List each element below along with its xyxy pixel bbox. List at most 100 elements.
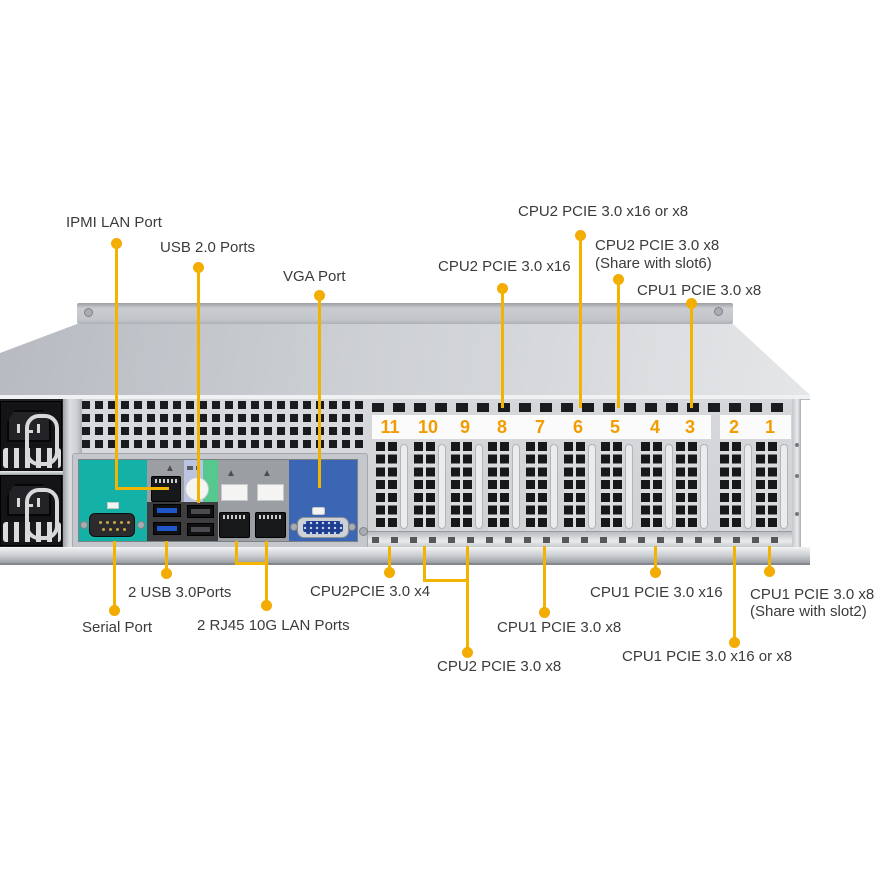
callout-label-slot11: CPU2PCIE 3.0 x4 <box>310 583 431 600</box>
vga-icon <box>312 507 325 515</box>
screw-icon <box>795 474 799 478</box>
slot-vent <box>488 442 510 531</box>
screw-icon <box>795 443 799 447</box>
psu-handle <box>25 414 59 466</box>
callout-line <box>197 267 200 503</box>
screw-icon <box>84 308 93 317</box>
lan-port-1 <box>219 512 250 538</box>
callout-dot <box>384 567 395 578</box>
callout-line <box>115 243 118 488</box>
callout-label-ipmi: IPMI LAN Port <box>66 214 162 231</box>
callout-label-usb2: USB 2.0 Ports <box>160 239 256 256</box>
slot-vent <box>376 442 398 531</box>
callout-line <box>318 295 321 488</box>
chassis-top-bar <box>77 303 733 324</box>
slot-cutout <box>744 444 752 529</box>
usb2-port-1 <box>187 505 214 518</box>
callout-dot <box>462 647 473 658</box>
callout-dot <box>109 605 120 616</box>
psu-module-1 <box>0 401 62 472</box>
slot-number: 2 <box>728 417 739 437</box>
callout-label-rj45: 2 RJ45 10G LAN Ports <box>197 617 350 634</box>
screw-icon <box>714 307 723 316</box>
psu-module-2 <box>0 475 62 546</box>
usb3-port-2 <box>153 522 181 535</box>
slot-number: 3 <box>684 417 695 437</box>
slot-cutout <box>438 444 446 529</box>
callout-line <box>501 288 504 408</box>
slot-rail-hooks <box>372 537 788 543</box>
callout-label-slot10-9: CPU2 PCIE 3.0 x8 <box>437 658 562 675</box>
callout-line <box>466 546 469 652</box>
serial-label-plate <box>107 502 119 509</box>
callout-line <box>768 546 771 571</box>
callout-line <box>115 487 169 490</box>
callout-label-slot7: CPU1 PCIE 3.0 x8 <box>497 619 622 636</box>
slot-cutout <box>512 444 520 529</box>
slot-number-strip <box>371 414 712 440</box>
screw-icon <box>795 512 799 516</box>
chassis-bottom-band <box>0 547 810 565</box>
screw-icon <box>348 523 356 531</box>
warning-triangle-icon: ▲ <box>262 468 272 479</box>
slot-number: 7 <box>534 417 545 437</box>
slot-number: 5 <box>609 417 620 437</box>
callout-line <box>654 546 657 572</box>
slot-cutout <box>625 444 633 529</box>
slot-vent <box>756 442 778 531</box>
callout-label-slot1-note: (Share with slot2) <box>750 603 867 620</box>
slot-number: 11 <box>380 417 400 437</box>
vent-grid <box>82 401 364 452</box>
warning-triangle-icon: ▲ <box>165 463 175 474</box>
callout-dot <box>261 600 272 611</box>
callout-line <box>165 541 168 573</box>
slot-number: 6 <box>572 417 583 437</box>
io-panel: ▲ ▲ ▲ <box>78 459 358 542</box>
callout-line <box>423 546 426 582</box>
vga-port <box>297 517 349 538</box>
callout-label-slot3: CPU1 PCIE 3.0 x8 <box>637 282 762 299</box>
callout-label-slot6: CPU2 PCIE 3.0 x16 or x8 <box>518 203 689 220</box>
callout-label-slot5: CPU2 PCIE 3.0 x8 <box>595 237 720 254</box>
callout-dot <box>650 567 661 578</box>
callout-line <box>617 279 620 408</box>
chassis-right-edge <box>792 399 801 547</box>
slot-number-strip <box>719 414 792 440</box>
callout-dot <box>764 566 775 577</box>
slot-number: 10 <box>417 417 439 437</box>
callout-line <box>235 541 238 565</box>
callout-line <box>423 579 469 582</box>
slot-cutout <box>400 444 408 529</box>
callout-label-slot1: CPU1 PCIE 3.0 x8 <box>750 586 875 603</box>
chassis-lid <box>0 324 810 397</box>
callout-line <box>579 235 582 408</box>
slot-vent <box>526 442 548 531</box>
slot-vent <box>676 442 698 531</box>
callout-label-slot4: CPU1 PCIE 3.0 x16 <box>590 584 723 601</box>
vent-row <box>372 403 792 412</box>
slot-number: 1 <box>764 417 775 437</box>
slot-vent <box>451 442 473 531</box>
usb3-port-1 <box>153 504 181 517</box>
slot-vent <box>601 442 623 531</box>
slot-cutout <box>780 444 788 529</box>
psu-handle <box>25 488 59 540</box>
callout-line <box>235 562 268 565</box>
slot-vent <box>414 442 436 531</box>
slot-number: 9 <box>459 417 470 437</box>
serial-port <box>89 513 135 537</box>
usb2-port-2 <box>187 523 214 536</box>
callout-line <box>113 541 116 610</box>
screw-icon <box>359 527 368 536</box>
callout-label-serial: Serial Port <box>82 619 153 636</box>
callout-label-usb3: 2 USB 3.0Ports <box>128 584 232 601</box>
slot-cutout <box>700 444 708 529</box>
slot-cutout <box>550 444 558 529</box>
callout-dot <box>161 568 172 579</box>
slot-number: 4 <box>649 417 660 437</box>
callout-dot <box>729 637 740 648</box>
screw-icon <box>80 521 88 529</box>
warning-triangle-icon: ▲ <box>226 468 236 479</box>
callout-label-vga: VGA Port <box>283 268 346 285</box>
lan-port-2 <box>255 512 286 538</box>
